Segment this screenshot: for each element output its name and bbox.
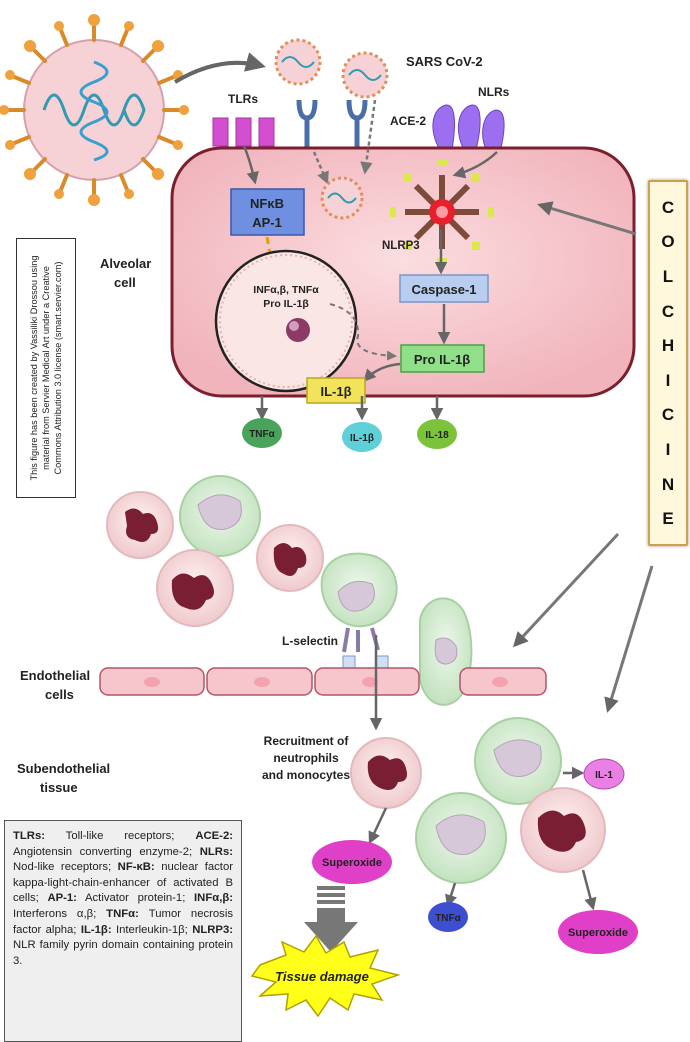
alveolar-label-2: cell (114, 275, 136, 290)
nlrp3-inflammasome (390, 160, 494, 264)
legend-description: nuclear factor kappa-light-chain-enhance… (13, 861, 233, 905)
nucleus-text-2: Pro IL-1β (263, 298, 309, 310)
damage-arrow (304, 886, 358, 952)
colchicine-letter: E (662, 509, 674, 529)
legend-description: Angiotensin converting enzyme-2; (13, 845, 200, 858)
tissue-damage-burst (250, 934, 401, 1018)
superoxide-left-label: Superoxide (322, 857, 382, 869)
colchicine-letter: C (661, 405, 675, 425)
credit-box: This figure has been created by Vassilik… (16, 238, 76, 498)
monocyte-recruited-2 (415, 792, 507, 884)
virus-small-right (341, 51, 389, 99)
il1-circle (583, 758, 625, 790)
endothelial-label-2: cells (45, 687, 74, 702)
legend-description: Tumor necrosis factor alpha; (13, 907, 233, 936)
tlrs-label: TLRs (228, 92, 258, 106)
legend-term: TNFα: (106, 907, 139, 920)
nlr-receptors (432, 104, 505, 153)
colchicine-letter: I (665, 439, 671, 459)
colchicine-letter: C (661, 301, 675, 321)
superoxide-left (312, 840, 392, 884)
recruitment-label-1: Recruitment of (264, 734, 350, 748)
subendothelial-label-1: Subendothelial (17, 761, 110, 776)
legend-description: NLR family pyrin domain containing prote… (13, 939, 233, 967)
neutrophil-3 (256, 524, 324, 592)
colchicine-letter: C (661, 197, 675, 217)
abbreviations-legend: TLRs: Toll-like receptors; ACE-2: Angiot… (4, 820, 242, 1042)
colchicine-letter: L (662, 266, 674, 286)
superoxide-right (558, 910, 638, 954)
alveolar-label-1: Alveolar (100, 256, 151, 271)
tnfa-bottom (428, 902, 468, 932)
legend-description: Activator protein-1; (76, 892, 195, 905)
neutrophil-1 (106, 491, 174, 559)
endothelial-layer (99, 667, 547, 696)
il1b-box (306, 377, 366, 404)
legend-term: NLRP3: (192, 923, 233, 936)
nlrp3-label: NLRP3 (382, 240, 420, 252)
caspase1-label: Caspase-1 (411, 282, 476, 297)
tissue-damage-label: Tissue damage (275, 969, 369, 984)
il18-circle (417, 419, 457, 449)
recruitment-label-3: and monocytes (262, 768, 350, 782)
legend-term: AP-1: (47, 892, 77, 905)
colchicine-letter: O (661, 232, 675, 252)
recruitment-label-2: neutrophils (273, 751, 339, 765)
monocyte-1 (179, 475, 261, 557)
ace2-label: ACE-2 (390, 114, 426, 128)
virus-large (0, 14, 189, 206)
tnfa-circle-label: TNFα (249, 429, 275, 440)
colchicine-letter: H (661, 336, 675, 356)
legend-description: Toll-like receptors; (45, 830, 196, 842)
legend-description: Interleukin-1β; (111, 923, 193, 936)
il1b-circle-label: IL-1β (350, 433, 374, 444)
virus-internalized (320, 176, 364, 220)
virus-arrow (173, 52, 266, 84)
nfkb-ap1-box (230, 188, 305, 236)
legend-term: NLRs: (199, 845, 233, 858)
colchicine-letter: I (665, 370, 671, 390)
nucleus-text-1: INFα,β, TNFα (253, 284, 319, 296)
il1b-circle (342, 422, 382, 452)
legend-term: IL-1β: (80, 923, 112, 936)
il1b-box-label: IL-1β (320, 384, 351, 399)
pro-il1b-label: Pro IL-1β (414, 352, 470, 367)
il1-label: IL-1 (595, 770, 613, 781)
nlrs-label: NLRs (478, 85, 510, 99)
subendothelial-label-2: tissue (40, 780, 78, 795)
lselectin-label: L-selectin (282, 634, 338, 648)
legend-description: Interferons α,β; (13, 907, 107, 920)
tnfa-bottom-label: TNFα (435, 913, 461, 924)
neutrophil-recruited (350, 737, 422, 809)
ap1-label: AP-1 (252, 215, 282, 230)
tnfa-circle (242, 418, 282, 448)
tlr-receptors (212, 117, 275, 147)
pro-il1b-box (400, 344, 485, 373)
legend-description: Nod-like receptors; (13, 861, 118, 874)
neutrophil-recruited-2 (520, 787, 606, 873)
monocyte-recruited-1 (474, 717, 562, 805)
legend-term: NF-κB: (117, 861, 155, 874)
nucleus (214, 249, 358, 393)
sars-label: SARS CoV-2 (406, 54, 483, 69)
credit-text: This figure has been created by Vassilik… (29, 255, 63, 481)
caspase1-box (399, 274, 489, 303)
transmigrating-monocyte (419, 597, 473, 706)
rolling-monocyte (320, 552, 398, 653)
colchicine-letter: N (661, 474, 675, 494)
ace2-receptors (296, 99, 368, 150)
endothelial-label-1: Endothelial (20, 668, 90, 683)
legend-term: INFα,β: (194, 892, 233, 905)
virus-small-top (274, 38, 322, 86)
il18-circle-label: IL-18 (425, 430, 449, 441)
neutrophil-2 (156, 549, 234, 627)
superoxide-right-label: Superoxide (568, 927, 628, 939)
legend-term: ACE-2: (195, 830, 233, 842)
legend-term: TLRs: (13, 830, 46, 842)
nfkb-label: NFκB (250, 196, 284, 211)
